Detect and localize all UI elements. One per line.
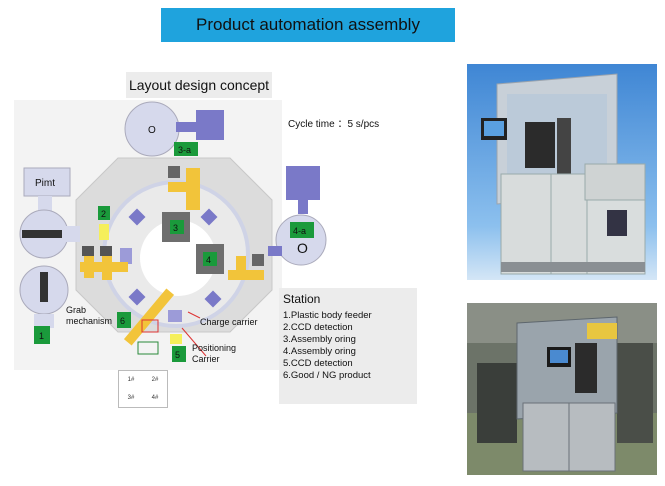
carrier-diamond xyxy=(200,208,218,226)
pimt-box xyxy=(23,167,71,197)
carrier-diamond xyxy=(128,288,146,306)
grab-tool-1 xyxy=(82,246,94,256)
station-1-label: 1 xyxy=(39,331,44,341)
carrier-diamond xyxy=(204,290,222,308)
station-2-label: 2 xyxy=(101,209,106,219)
top-arm xyxy=(176,122,202,132)
station-5-camera xyxy=(170,334,182,344)
right-feeder-o: O xyxy=(297,240,308,256)
grid-cell: 1# xyxy=(127,377,135,383)
ng-bin xyxy=(141,319,159,333)
positioning-pointer xyxy=(181,327,207,357)
station-4-block xyxy=(203,252,217,266)
right-feeder-block xyxy=(286,166,320,200)
station-3a-block xyxy=(174,142,198,156)
station-4-label: 4 xyxy=(206,255,211,265)
layout-diagram: O 3-a 3 4 4-a O Pimt 1 2 xyxy=(14,100,327,370)
machine-photo-bottom xyxy=(467,303,657,475)
rotary-center xyxy=(140,220,216,296)
station-2-camera xyxy=(99,224,109,240)
mechanism-label: mechanism xyxy=(66,316,112,326)
grab-post-2 xyxy=(102,254,112,280)
grid-cell: 4# xyxy=(151,395,159,401)
pimt-label: Pimt xyxy=(35,178,55,189)
station-6-label: 6 xyxy=(120,316,125,326)
right-feeder-link xyxy=(268,246,282,256)
station-item: 5.CCD detection xyxy=(283,358,353,369)
charge-carrier-pointer xyxy=(187,311,201,319)
top-feeder-o: O xyxy=(148,125,156,136)
station-3-crossbar xyxy=(168,182,200,192)
station-3-block xyxy=(170,220,184,234)
positioning-label: Positioning xyxy=(192,343,236,353)
layout-design-label: Layout design concept xyxy=(126,72,272,98)
station-2-block xyxy=(98,206,110,220)
machine-photo-top xyxy=(467,64,657,280)
top-feeder-block xyxy=(196,110,224,140)
station-5-block xyxy=(172,346,186,362)
carrier-diamond xyxy=(128,208,146,226)
station-panel: Station 1.Plastic body feeder 2.CCD dete… xyxy=(279,288,417,404)
page-title: Product automation assembly xyxy=(161,8,455,42)
grab-label: Grab xyxy=(66,305,86,315)
station-3-label: 3 xyxy=(173,223,178,233)
grab-tool-2 xyxy=(100,246,112,256)
charge-carrier-label: Charge carrier xyxy=(200,317,258,327)
station-4a-block xyxy=(290,222,314,238)
carrier-slot xyxy=(168,310,182,322)
station-item: 3.Assembly oring xyxy=(283,334,356,345)
grid-cell: 3# xyxy=(127,395,135,401)
station-1-block xyxy=(34,326,50,344)
station-3-tool xyxy=(168,166,180,178)
good-bin xyxy=(137,341,159,355)
cycle-time-label: Cycle time ：5 s/pcs xyxy=(288,119,380,130)
carrier-label: Carrier xyxy=(192,354,220,364)
station-3a-label: 3-a xyxy=(178,145,191,155)
station-1-neck xyxy=(34,314,54,328)
station-4a-label: 4-a xyxy=(293,226,306,236)
right-feeder-neck xyxy=(298,198,308,214)
left-upper-part xyxy=(22,230,62,238)
station-4-tool xyxy=(252,254,264,266)
grid-cell: 2# xyxy=(151,377,159,383)
station-title: Station xyxy=(283,292,321,306)
station-item: 4.Assembly oring xyxy=(283,346,356,357)
station-item: 6.Good / NG product xyxy=(283,370,371,381)
station-6-arm xyxy=(123,288,175,346)
station-item: 2.CCD detection xyxy=(283,322,353,333)
position-grid: 1# 2# 3# 4# xyxy=(118,370,168,408)
station-5-label: 5 xyxy=(175,350,180,360)
station-4-post xyxy=(236,256,246,280)
station-6-block xyxy=(117,312,131,328)
station-item: 1.Plastic body feeder xyxy=(283,310,372,321)
carrier-slot xyxy=(120,248,132,264)
grab-post-1 xyxy=(84,254,94,278)
pimt-neck xyxy=(38,196,52,212)
left-lower-part xyxy=(40,272,48,302)
left-upper-link xyxy=(66,226,80,242)
